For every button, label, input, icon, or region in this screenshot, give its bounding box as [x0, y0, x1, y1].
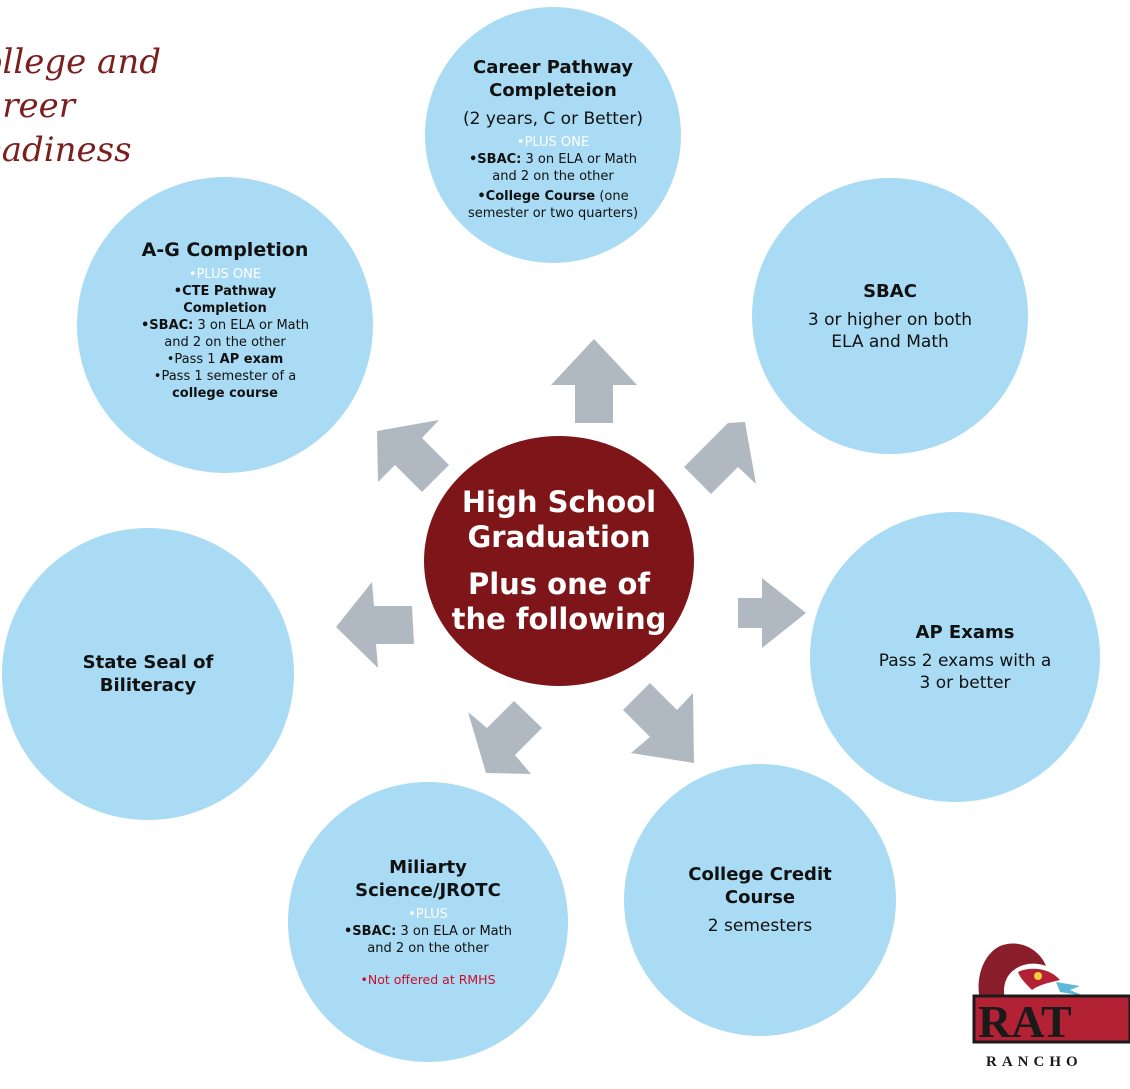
ag-ap: •Pass 1 AP exam [166, 351, 284, 367]
arrow-up-left-icon [377, 420, 449, 492]
sbac-heading: SBAC [863, 280, 917, 302]
career-heading-2: Completeion [489, 80, 617, 101]
seal-heading-1: State Seal of [82, 652, 214, 673]
college-credit-heading-1: College Credit [688, 864, 832, 885]
ap-line-1: Pass 2 exams with a [878, 650, 1052, 671]
arrow-up-icon [551, 339, 637, 423]
arrow-up-right-icon [684, 422, 756, 494]
military-sbac-2: and 2 on the other [367, 941, 489, 956]
ag-plus: •PLUS ONE [188, 266, 262, 282]
rattlers-logo-icon: RAT RANCHO [972, 943, 1130, 1070]
military-heading-1: Miliarty [389, 857, 467, 878]
ap-exams-circle: AP Exams Pass 2 exams with a 3 or better [810, 512, 1100, 802]
title-line-1: College and [0, 42, 161, 82]
diagram-title: College and Career Readiness [0, 40, 200, 172]
ag-college-2: college course [172, 385, 278, 401]
ag-sbac: •SBAC: 3 on ELA or Math [141, 317, 309, 333]
logo-sub: RANCHO [986, 1054, 1083, 1070]
center-line-1: High School [461, 485, 657, 519]
sbac-line-2: ELA and Math [831, 331, 949, 352]
military-plus: •PLUS [408, 907, 448, 922]
state-seal-circle: State Seal of Biliteracy [2, 528, 294, 820]
college-credit-sub: 2 semesters [707, 916, 813, 936]
ag-heading: A-G Completion [141, 238, 309, 261]
center-hub: High School Graduation Plus one of the f… [424, 436, 694, 686]
ag-completion-circle: A-G Completion •PLUS ONE •CTE Pathway Co… [77, 177, 373, 473]
career-college: •College Course (one [477, 189, 629, 204]
military-heading-2: Science/JROTC [355, 880, 501, 901]
ag-cte-2: Completion [183, 300, 267, 316]
military-note: •Not offered at RMHS [360, 972, 496, 987]
ag-sbac-2: and 2 on the other [164, 334, 286, 350]
title-line-2: Career [0, 86, 76, 126]
center-line-4: the following [451, 602, 667, 636]
arrow-left-icon [336, 582, 414, 668]
career-heading-1: Career Pathway [472, 57, 634, 78]
career-sbac: •SBAC: 3 on ELA or Math [469, 152, 637, 167]
ag-cte: •CTE Pathway [173, 283, 277, 299]
career-sub: (2 years, C or Better) [462, 109, 644, 129]
college-credit-circle: College Credit Course 2 semesters [624, 764, 896, 1036]
arrow-right-icon [738, 578, 806, 648]
career-sbac-2: and 2 on the other [492, 169, 614, 184]
logo-text: RAT [978, 996, 1072, 1047]
sbac-line-1: 3 or higher on both [807, 309, 973, 330]
center-line-3: Plus one of [467, 567, 651, 601]
seal-heading-2: Biliteracy [99, 675, 197, 696]
ag-college: •Pass 1 semester of a [153, 368, 297, 384]
center-line-2: Graduation [467, 520, 651, 554]
title-line-3: Readiness [0, 130, 132, 170]
arrow-down-left-icon [468, 701, 542, 774]
career-pathway-circle: Career Pathway Completeion (2 years, C o… [425, 7, 681, 263]
military-science-circle: Miliarty Science/JROTC •PLUS •SBAC: 3 on… [288, 782, 568, 1062]
sbac-circle: SBAC 3 or higher on both ELA and Math [752, 178, 1028, 454]
military-sbac: •SBAC: 3 on ELA or Math [344, 924, 512, 939]
career-college-2: semester or two quarters) [467, 206, 639, 221]
arrow-down-right-icon [623, 683, 694, 763]
ap-heading: AP Exams [915, 621, 1015, 643]
college-credit-heading-2: Course [724, 887, 796, 908]
career-plus: •PLUS ONE [516, 135, 590, 150]
ap-line-2: 3 or better [919, 672, 1011, 693]
